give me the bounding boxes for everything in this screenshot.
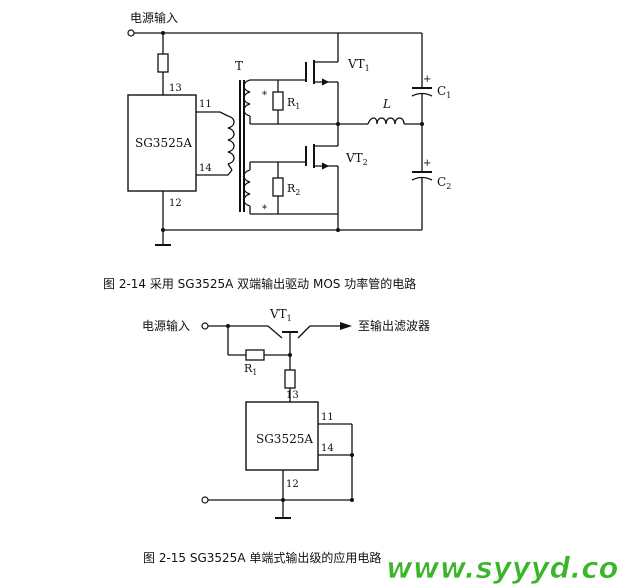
fig2-vt1-label: VT1 bbox=[269, 307, 292, 323]
fig1-r1 bbox=[272, 91, 284, 111]
fig2-output-label: 至输出滤波器 bbox=[358, 318, 430, 333]
fig1-c1-plate-b bbox=[411, 92, 433, 97]
fig2-r1 bbox=[245, 349, 265, 361]
fig1-c2-plate-b bbox=[411, 176, 433, 181]
fig1-r2 bbox=[272, 177, 284, 197]
fig1-pin14: 14 bbox=[199, 163, 212, 174]
fig2-input-terminal bbox=[201, 322, 209, 330]
fig2-ic bbox=[245, 401, 319, 471]
fig2-pin12: 12 bbox=[286, 479, 299, 490]
figure-2-14: 电源输入 SG3525A 13 11 14 12 T * R1 bbox=[103, 10, 451, 291]
fig2-output-arrow bbox=[340, 322, 352, 330]
fig1-pin13: 13 bbox=[169, 83, 182, 94]
fig2-pin14: 14 bbox=[321, 443, 334, 454]
fig1-c1-plus: + bbox=[423, 74, 431, 85]
fig2-pin13: 13 bbox=[286, 390, 299, 401]
fig1-c2-label: C2 bbox=[437, 175, 451, 191]
fig1-pullup-resistor bbox=[157, 53, 169, 73]
fig2-ic-name: SG3525A bbox=[256, 432, 313, 446]
fig1-ic bbox=[127, 94, 197, 192]
fig1-c2-plus: + bbox=[423, 158, 431, 169]
fig1-input-terminal bbox=[127, 29, 135, 37]
fig1-pin11: 11 bbox=[199, 99, 212, 110]
fig1-transformer-label: T bbox=[235, 59, 243, 73]
fig2-r1-label: R1 bbox=[244, 362, 257, 377]
fig1-caption: 图 2-14 采用 SG3525A 双端输出驱动 MOS 功率管的电路 bbox=[103, 276, 416, 291]
fig1-vt1-label: VT1 bbox=[347, 57, 370, 73]
fig1-dot-bottom: * bbox=[262, 204, 267, 215]
fig1-r1-label: R1 bbox=[287, 96, 300, 111]
figure-2-15: 电源输入 至输出滤波器 VT1 R1 SG3525A 13 11 14 12 bbox=[142, 307, 430, 565]
fig2-resistor-lower bbox=[284, 369, 296, 389]
fig1-vt2-label: VT2 bbox=[345, 151, 368, 167]
fig1-c1-label: C1 bbox=[437, 84, 451, 100]
fig2-pin11: 11 bbox=[321, 412, 334, 423]
fig1-input-label: 电源输入 bbox=[130, 10, 178, 25]
fig1-r2-label: R2 bbox=[287, 182, 300, 197]
fig2-caption: 图 2-15 SG3525A 单端式输出级的应用电路 bbox=[143, 550, 381, 565]
fig1-inductor bbox=[367, 117, 405, 125]
fig1-pin12: 12 bbox=[169, 198, 182, 209]
watermark: www.syyyd.com bbox=[386, 551, 620, 585]
fig2-ground-terminal bbox=[201, 496, 209, 504]
fig1-dot-top: * bbox=[262, 90, 267, 101]
fig1-ic-name: SG3525A bbox=[135, 136, 192, 150]
fig1-inductor-label: L bbox=[382, 97, 391, 111]
fig2-input-label: 电源输入 bbox=[142, 318, 190, 333]
